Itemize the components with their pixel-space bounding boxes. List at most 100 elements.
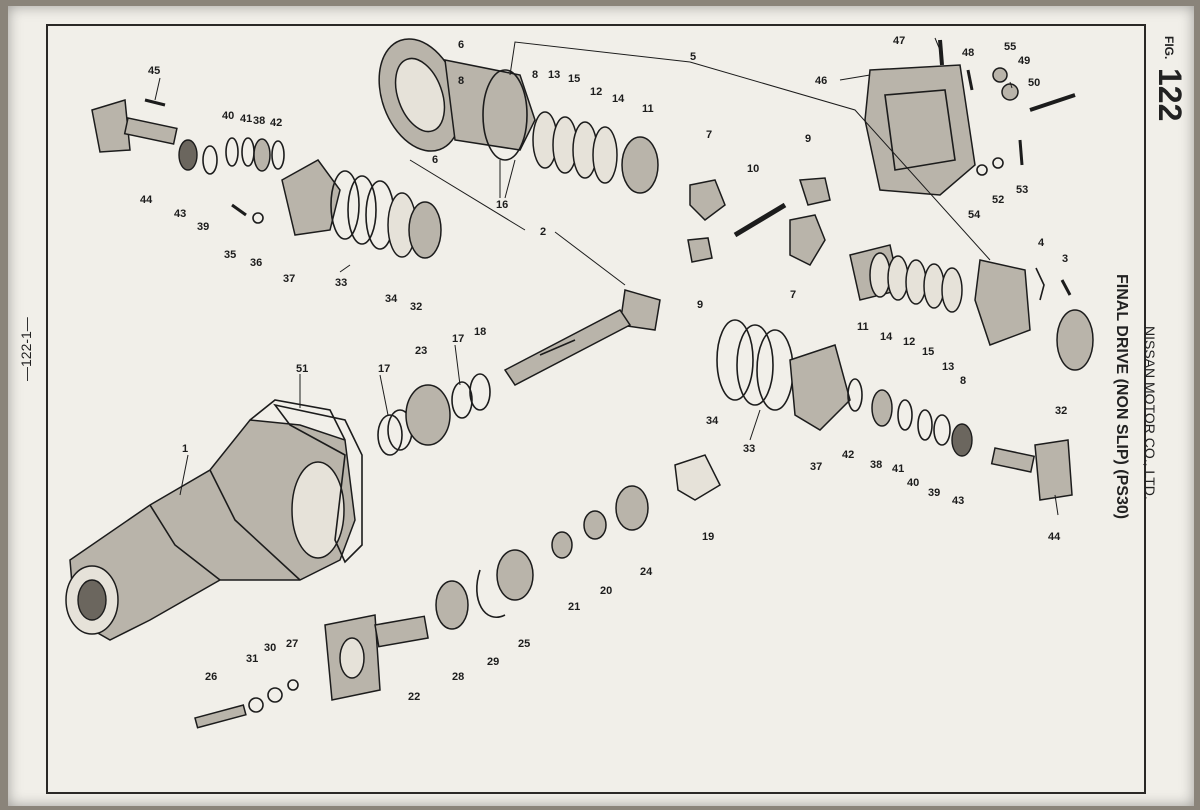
side-retainer-37-right bbox=[789, 344, 851, 431]
page-border bbox=[46, 24, 1146, 794]
callout-14: 14 bbox=[880, 331, 893, 343]
bolt-53 bbox=[1018, 139, 1024, 166]
callout-8: 8 bbox=[458, 75, 464, 87]
company-name: NISSAN MOTOR CO., LTD. bbox=[1142, 326, 1158, 500]
callout-54: 54 bbox=[968, 209, 981, 221]
callout-2: 2 bbox=[540, 226, 546, 238]
callout-50: 50 bbox=[1028, 77, 1040, 89]
callout-34: 34 bbox=[706, 415, 719, 427]
callout-21: 21 bbox=[568, 601, 580, 613]
callout-10: 10 bbox=[747, 163, 759, 175]
spacer-43-right bbox=[951, 423, 973, 457]
callout-32: 32 bbox=[1055, 405, 1067, 417]
callout-39: 39 bbox=[928, 487, 940, 499]
washer-54 bbox=[976, 164, 988, 176]
page-title: FINAL DRIVE (NON SLIP) (PS30) bbox=[1113, 274, 1130, 520]
callout-36: 36 bbox=[250, 257, 262, 269]
exploded-view-diagram: 1 2 3 4 5 6 6 7 7 8 8 8 9 9 10 11 11 12 … bbox=[65, 35, 1094, 729]
bearing-32 bbox=[408, 201, 442, 259]
callout-22: 22 bbox=[408, 691, 420, 703]
callout-39: 39 bbox=[197, 221, 209, 233]
washer-36 bbox=[252, 212, 264, 224]
callout-6: 6 bbox=[458, 39, 464, 51]
callout-11: 11 bbox=[857, 321, 869, 333]
bolt-45 bbox=[144, 98, 166, 107]
cover-bolt bbox=[966, 69, 974, 91]
drive-pinion bbox=[503, 289, 661, 386]
gasket bbox=[273, 403, 363, 564]
callout-29: 29 bbox=[487, 656, 499, 668]
ring-38-right bbox=[871, 389, 893, 427]
oil-seal-28 bbox=[435, 580, 469, 630]
callout-43: 43 bbox=[174, 208, 186, 220]
callout-9: 9 bbox=[805, 133, 811, 145]
oil-seal-39 bbox=[202, 145, 218, 175]
collapsible-spacer-19 bbox=[674, 454, 721, 501]
ring-40 bbox=[225, 137, 239, 167]
rear-cover bbox=[864, 64, 976, 196]
callout-49: 49 bbox=[1018, 55, 1030, 67]
callout-9: 9 bbox=[697, 299, 703, 311]
ring-38 bbox=[253, 138, 271, 172]
callout-20: 20 bbox=[600, 585, 612, 597]
spacer-18 bbox=[469, 373, 491, 411]
seal-39-right bbox=[933, 414, 951, 446]
callout-46: 46 bbox=[815, 75, 827, 87]
callout-8: 8 bbox=[960, 375, 966, 387]
callout-34: 34 bbox=[385, 293, 398, 305]
callout-13: 13 bbox=[942, 361, 954, 373]
callout-42: 42 bbox=[270, 117, 282, 129]
callout-17: 17 bbox=[378, 363, 390, 375]
companion-flange-22 bbox=[324, 614, 429, 701]
callout-41: 41 bbox=[892, 463, 904, 475]
callout-40: 40 bbox=[222, 110, 234, 122]
bolt-26 bbox=[194, 704, 247, 729]
ring-40-right bbox=[917, 409, 933, 441]
callout-45: 45 bbox=[148, 65, 160, 77]
callout-5: 5 bbox=[690, 51, 696, 63]
shim-set-33-right bbox=[716, 319, 794, 411]
washer-20 bbox=[583, 510, 607, 540]
bearing-23 bbox=[405, 384, 451, 446]
callout-44: 44 bbox=[140, 194, 153, 206]
pinion-mate-shaft bbox=[733, 202, 787, 238]
callout-32: 32 bbox=[410, 301, 422, 313]
callout-35: 35 bbox=[224, 249, 236, 261]
catalog-page: 1 2 3 4 5 6 6 7 7 8 8 8 9 9 10 11 11 12 … bbox=[8, 6, 1194, 806]
left-side-flange bbox=[91, 99, 178, 153]
figure-prefix: FIG. bbox=[1162, 36, 1176, 60]
callout-16: 16 bbox=[496, 199, 508, 211]
ring-41 bbox=[241, 137, 255, 167]
callout-14: 14 bbox=[612, 93, 625, 105]
callout-1: 1 bbox=[182, 443, 188, 455]
callout-30: 30 bbox=[264, 642, 276, 654]
callout-33: 33 bbox=[335, 277, 347, 289]
ring-41-right bbox=[897, 399, 913, 431]
callout-42: 42 bbox=[842, 449, 854, 461]
bearing-24 bbox=[615, 485, 649, 531]
bolt-3 bbox=[1060, 279, 1072, 296]
shim-set-33 bbox=[330, 170, 395, 250]
mounting-bolt bbox=[1029, 93, 1076, 112]
friction-plates-upper bbox=[532, 111, 659, 194]
callout-15: 15 bbox=[568, 73, 580, 85]
callout-51: 51 bbox=[296, 363, 308, 375]
pinion-mate-gear bbox=[689, 179, 726, 221]
breather-stud bbox=[938, 39, 944, 66]
ring-42-right bbox=[847, 378, 863, 412]
callout-15: 15 bbox=[922, 346, 934, 358]
plug-49 bbox=[1001, 83, 1019, 101]
plug-55 bbox=[992, 67, 1008, 83]
ring-42 bbox=[271, 140, 285, 170]
callout-24: 24 bbox=[640, 566, 653, 578]
washer-31 bbox=[248, 697, 264, 713]
side-gear-a bbox=[687, 237, 713, 263]
ring-gear-assembly bbox=[378, 38, 536, 161]
callout-27: 27 bbox=[286, 638, 298, 650]
gear-carrier-housing bbox=[65, 399, 356, 641]
callout-41: 41 bbox=[240, 113, 252, 125]
pinion-mate-gear-b bbox=[798, 177, 831, 206]
side-gear-b bbox=[789, 214, 826, 266]
washer-30 bbox=[267, 687, 283, 703]
callout-38: 38 bbox=[870, 459, 882, 471]
